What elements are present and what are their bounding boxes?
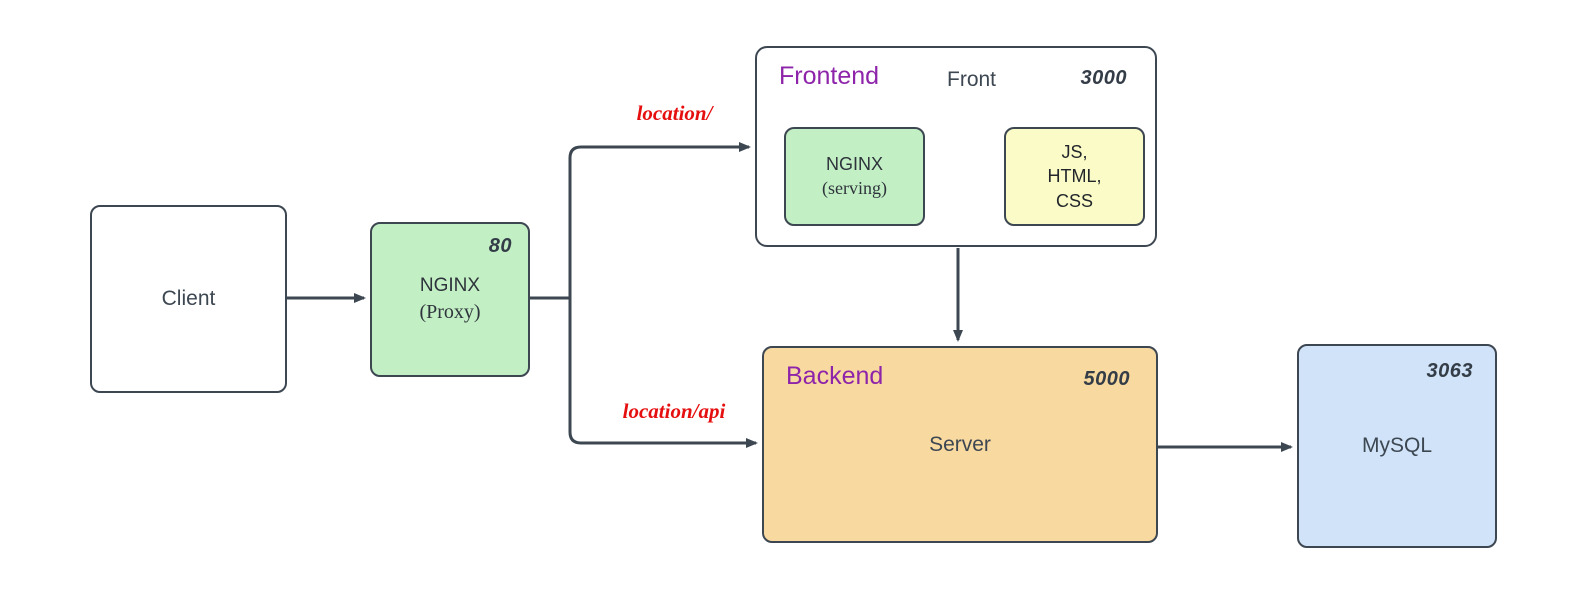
node-nginx-serving: NGINX (serving) xyxy=(784,127,925,226)
proxy-label-line1: NGINX xyxy=(419,275,481,297)
edge-proxy-to-frontend xyxy=(568,142,751,298)
assets-label-line2: HTML, xyxy=(1047,166,1102,187)
edge-label-location-api: location/api xyxy=(622,399,726,423)
serving-label-line1: NGINX xyxy=(825,154,883,175)
client-label: Client xyxy=(161,287,216,310)
assets-label-line1: JS, xyxy=(1061,142,1088,163)
frontend-title: Frontend xyxy=(779,62,880,90)
backend-label: Server xyxy=(929,432,991,456)
node-static-assets: JS, HTML, CSS xyxy=(1004,127,1145,226)
frontend-port-badge: 3000 xyxy=(1080,67,1127,89)
proxy-label-line2: (Proxy) xyxy=(419,300,481,323)
serving-label: NGINX (serving) xyxy=(822,153,887,200)
node-nginx-proxy: 80 NGINX (Proxy) xyxy=(370,222,530,377)
node-client: Client xyxy=(90,205,287,393)
frontend-subtitle: Front xyxy=(947,68,997,91)
mysql-port-badge: 3063 xyxy=(1426,360,1473,382)
backend-title: Backend xyxy=(786,362,884,390)
node-frontend-container: Frontend Front 3000 NGINX (serving) JS, … xyxy=(755,46,1157,247)
edge-label-location-root: location/ xyxy=(636,101,713,125)
backend-port-badge: 5000 xyxy=(1083,368,1130,390)
node-mysql: 3063 MySQL xyxy=(1297,344,1497,548)
assets-label-line3: CSS xyxy=(1055,190,1093,211)
node-backend: Backend 5000 Server xyxy=(762,346,1158,543)
serving-label-line2: (serving) xyxy=(822,177,887,198)
proxy-label: NGINX (Proxy) xyxy=(419,274,480,325)
proxy-port-badge: 80 xyxy=(488,235,512,257)
assets-label: JS, HTML, CSS xyxy=(1048,140,1102,213)
edge-proxy-to-backend xyxy=(568,298,758,448)
mysql-label: MySQL xyxy=(1361,434,1432,457)
